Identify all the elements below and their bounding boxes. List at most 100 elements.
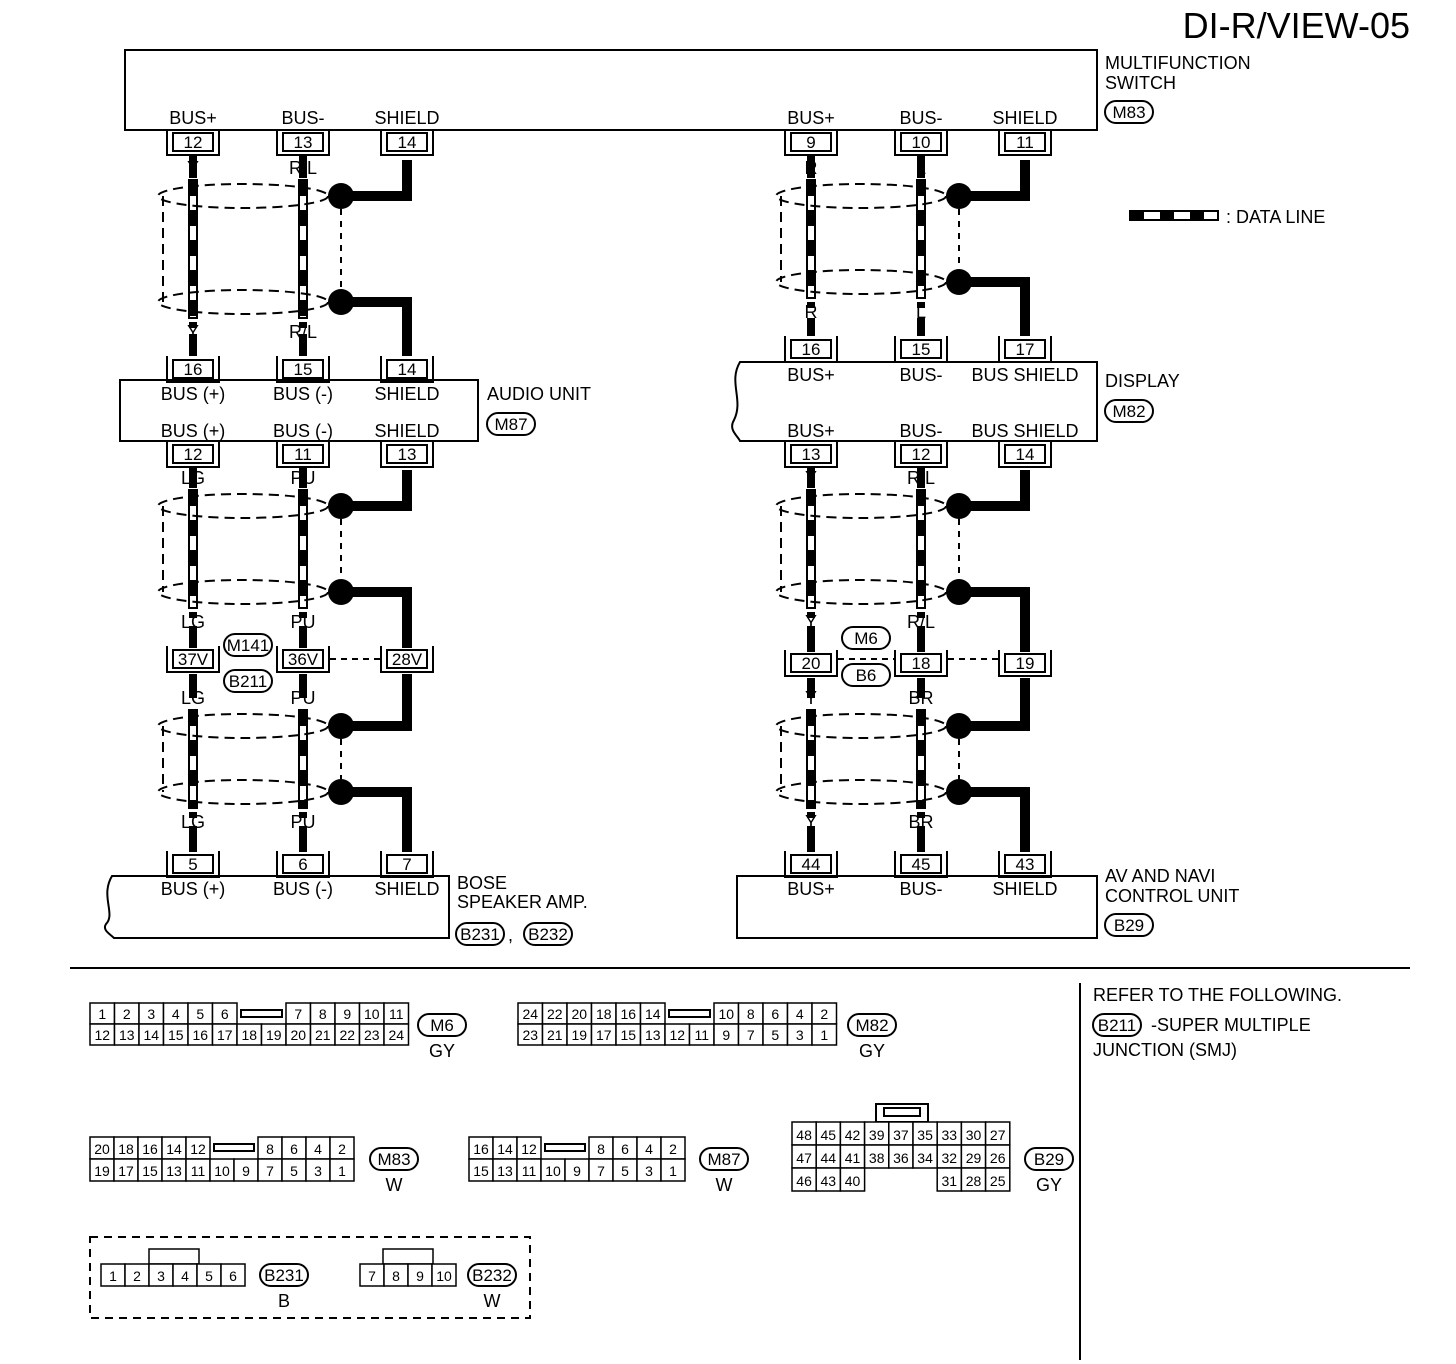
- svg-text:SHIELD: SHIELD: [992, 879, 1057, 899]
- cavity-number: 14: [143, 1027, 159, 1043]
- connector-id: B29: [1034, 1150, 1064, 1169]
- svg-text:BUS (-): BUS (-): [273, 879, 333, 899]
- wire: [807, 302, 815, 308]
- wire: [299, 470, 307, 488]
- lock-tab: [668, 1009, 711, 1018]
- data-line-segment: [807, 580, 815, 596]
- connector-badge: [841, 663, 891, 687]
- cavity-number: 13: [645, 1027, 661, 1043]
- pin-bracket: [276, 851, 330, 878]
- pin-number: 15: [912, 340, 931, 359]
- cavity-number: 19: [94, 1163, 110, 1179]
- cavity-number: 36: [893, 1150, 909, 1166]
- cavity-number: 12: [521, 1141, 537, 1157]
- cavity-number: 20: [571, 1006, 587, 1022]
- wire: [189, 334, 197, 356]
- cavity-number: 33: [942, 1127, 958, 1143]
- svg-text:BUS-: BUS-: [899, 108, 942, 128]
- cavity-number: 3: [314, 1163, 322, 1179]
- data-line-segment: [299, 580, 307, 596]
- cavity-number: 14: [497, 1141, 513, 1157]
- pin-number: 13: [398, 445, 417, 464]
- cavity-number: 15: [620, 1027, 636, 1043]
- data-line-segment: [189, 300, 197, 316]
- pin-number: 12: [912, 445, 931, 464]
- shield-wire: [351, 160, 412, 201]
- pin-box: [282, 854, 324, 874]
- data-line-segment: [189, 550, 197, 566]
- pin-box: [172, 444, 214, 464]
- shield-wire: [351, 674, 412, 731]
- cavity-number: 7: [294, 1006, 302, 1022]
- cavity-number: 1: [98, 1006, 106, 1022]
- cavity-number: 11: [694, 1027, 709, 1043]
- connector-id: B231: [264, 1266, 304, 1285]
- cavity-number: 22: [339, 1027, 355, 1043]
- pin-number: 18: [912, 654, 931, 673]
- lock-tab: [240, 1009, 283, 1018]
- pin-bracket: [166, 646, 220, 673]
- data-line-segment: [917, 800, 925, 808]
- wire: [299, 322, 307, 328]
- audio-unit: BUS (+) BUS (-) SHIELD BUS (+) BUS (-) S…: [119, 379, 591, 442]
- pin-box: [900, 339, 942, 359]
- svg-text:REFER TO THE FOLLOWING.: REFER TO THE FOLLOWING.: [1093, 985, 1342, 1005]
- svg-text:SHIELD: SHIELD: [374, 384, 439, 404]
- pin-bracket: [784, 129, 838, 156]
- cavity-number: 38: [869, 1150, 885, 1166]
- cavity-number: 6: [221, 1006, 229, 1022]
- cavity-number: 43: [821, 1173, 837, 1189]
- connector-color: GY: [429, 1041, 455, 1061]
- wire: [917, 612, 925, 618]
- pin-box: [1004, 854, 1046, 874]
- svg-text:SHIELD: SHIELD: [374, 108, 439, 128]
- cavity-number: 2: [338, 1141, 346, 1157]
- data-line-segment: [807, 270, 815, 286]
- pin-number: 12: [184, 133, 203, 152]
- cavity-number: 5: [771, 1027, 779, 1043]
- cavity-number: 6: [621, 1141, 629, 1157]
- wire: [807, 826, 815, 852]
- shield-drain-dot: [946, 493, 972, 519]
- svg-text:-SUPER MULTIPLE: -SUPER MULTIPLE: [1151, 1015, 1311, 1035]
- shield-wire: [969, 787, 1030, 852]
- connector-badge: [523, 922, 573, 946]
- reference-note: REFER TO THE FOLLOWING. B211 -SUPER MULT…: [1092, 985, 1342, 1060]
- pin-number: 10: [912, 133, 931, 152]
- cavity-number: 3: [796, 1027, 804, 1043]
- connector-badge: [223, 669, 273, 693]
- pin-number: 16: [802, 340, 821, 359]
- lock-tab: [148, 1248, 200, 1265]
- cavity-number: 5: [196, 1006, 204, 1022]
- pin-number: 11: [294, 445, 312, 464]
- wire: [299, 812, 307, 818]
- shield-wire: [969, 587, 1030, 652]
- pin-bracket: [998, 441, 1052, 468]
- pin-bracket: [998, 650, 1052, 677]
- cavity-number: 2: [133, 1268, 141, 1284]
- cavity: [383, 1023, 410, 1046]
- cavity-number: 3: [645, 1163, 653, 1179]
- svg-text:BUS+: BUS+: [787, 879, 835, 899]
- connector-badge: [841, 626, 891, 650]
- wire: [189, 322, 197, 328]
- shield-drain-dot: [946, 183, 972, 209]
- wire: [299, 612, 307, 618]
- pin-number: 28V: [392, 650, 423, 669]
- pin-box: [1004, 444, 1046, 464]
- cavity-number: 7: [747, 1027, 755, 1043]
- pin-bracket: [894, 851, 948, 878]
- cavity-number: 23: [522, 1027, 538, 1043]
- shield-drain-dot: [946, 579, 972, 605]
- connector-color: W: [386, 1175, 403, 1195]
- component-name: SWITCH: [1105, 73, 1176, 93]
- pin-box: [386, 649, 428, 669]
- wire-color: R/L: [907, 612, 935, 632]
- data-line-segment: [807, 240, 815, 256]
- component-name: AUDIO UNIT: [487, 384, 591, 404]
- wire: [807, 612, 815, 618]
- cavity-number: 15: [473, 1163, 489, 1179]
- shield-drain-dot: [946, 713, 972, 739]
- cavity-number: 16: [473, 1141, 489, 1157]
- data-line-segment: [189, 580, 197, 596]
